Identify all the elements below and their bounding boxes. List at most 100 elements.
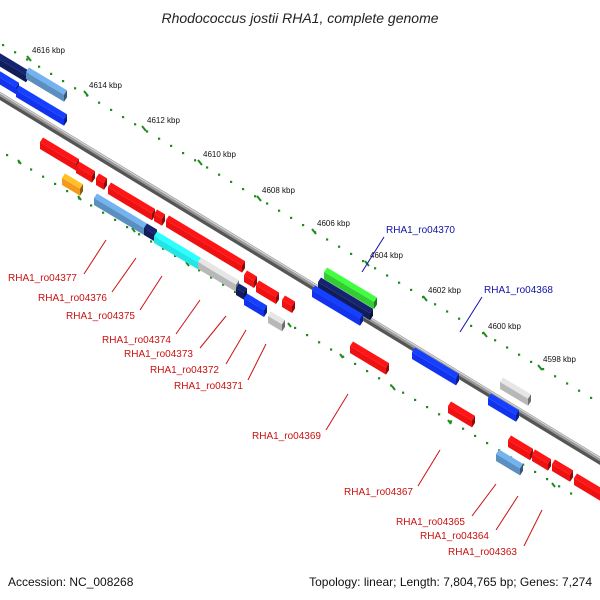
scale-dot [266,202,269,205]
scale-tick-mark [339,353,344,359]
scale-dot [170,144,173,147]
gene-feature-front [532,454,548,471]
gene-feature-front [154,214,162,226]
gene-feature-top [16,85,67,119]
scale-dot [402,391,405,394]
gene-feature-end [570,470,573,482]
scale-dot [570,492,573,495]
gene-feature-front [62,178,80,196]
scale-dot [434,303,437,306]
gene-feature-end [276,292,279,304]
scale-dot [530,360,533,363]
gene-feature-top [144,223,157,234]
gene-feature-top [350,341,389,368]
gene-feature [508,435,533,461]
gene-feature-front [76,166,92,183]
gene-label: RHA1_ro04371 [174,381,243,392]
scale-dot [2,44,5,47]
gene-label: RHA1_ro04364 [420,531,489,542]
gene-feature-front [154,236,198,270]
gene-label-leader [175,299,201,335]
gene-label: RHA1_ro04365 [396,517,465,528]
gene-feature-top [256,280,279,297]
gene-feature-top [96,173,107,183]
gene-feature-front [0,59,26,83]
gene-feature [282,295,295,313]
gene-label-leader [199,315,227,349]
gene-feature [350,341,389,375]
gene-feature-top [324,267,377,302]
gene-label-leader [471,483,497,517]
gene-feature-front [496,454,520,476]
scale-tick-mark [17,159,22,165]
scale-tick-mark [311,228,317,235]
scale-dot [326,238,329,241]
gene-feature-end [282,319,285,332]
gene-feature-top [0,53,29,76]
gene-feature [108,182,155,221]
scale-dot [386,274,389,277]
scale-dot [366,370,369,373]
gene-feature-top [62,173,83,189]
gene-feature-end [456,373,459,386]
scale-line-upper [2,44,593,399]
scale-tick-mark [537,364,543,371]
gene-label: RHA1_ro04369 [252,431,321,442]
gene-feature [154,209,165,226]
gene-feature-top [76,161,95,176]
gene-feature [496,449,523,476]
gene-label-leader [247,343,267,381]
gene-label-leader [111,257,137,293]
gene-feature-front [96,178,104,190]
scale-dot [338,245,341,248]
gene-feature-top [448,401,475,421]
scale-tick-mark [26,55,32,62]
gene-feature-top [268,311,285,325]
scale-dot [458,317,461,320]
scale-tick-mark [391,385,396,391]
scale-dot [426,406,429,409]
gene-feature-end [516,410,519,422]
gene-feature [16,85,67,126]
scale-dot [98,101,101,104]
gene-feature-end [152,208,155,221]
scale-tick-mark [185,261,190,267]
scale-dot [102,211,105,214]
scale-dot [494,339,497,342]
gene-feature [268,311,285,332]
scale-tick-label: 4610 kbp [203,150,236,159]
gene-label-leader [417,449,441,487]
scale-dot [446,310,449,313]
scale-dot [218,173,221,176]
gene-feature [312,285,363,326]
scale-tick-mark [77,195,82,201]
gene-feature-top [236,283,247,293]
gene-feature [166,215,245,273]
gene-feature-front [166,220,242,273]
scale-dot [234,290,237,293]
scale-dot [174,254,177,257]
gene-feature-front [256,285,276,304]
scale-dot [114,218,117,221]
gene-feature-top [0,71,19,88]
scale-dot [62,80,65,83]
gene-feature [26,67,67,102]
gene-label-leader [459,296,483,333]
scale-dot [330,348,333,351]
scale-dot [590,396,593,399]
scale-dot [294,326,297,329]
gene-feature-top [166,215,245,266]
scale-dot [122,116,125,119]
accession-text: Accession: NC_008268 [8,575,134,589]
scale-dot [554,375,557,378]
scale-dot [486,442,489,445]
scale-dot [522,463,525,466]
gene-feature-front [40,142,76,171]
gene-feature-top [198,257,239,285]
scale-dot [150,240,153,243]
gene-feature-top [574,473,600,494]
gene-feature-front [94,198,144,235]
scale-tick-label: 4600 kbp [488,322,521,331]
scale-dot [194,159,197,162]
